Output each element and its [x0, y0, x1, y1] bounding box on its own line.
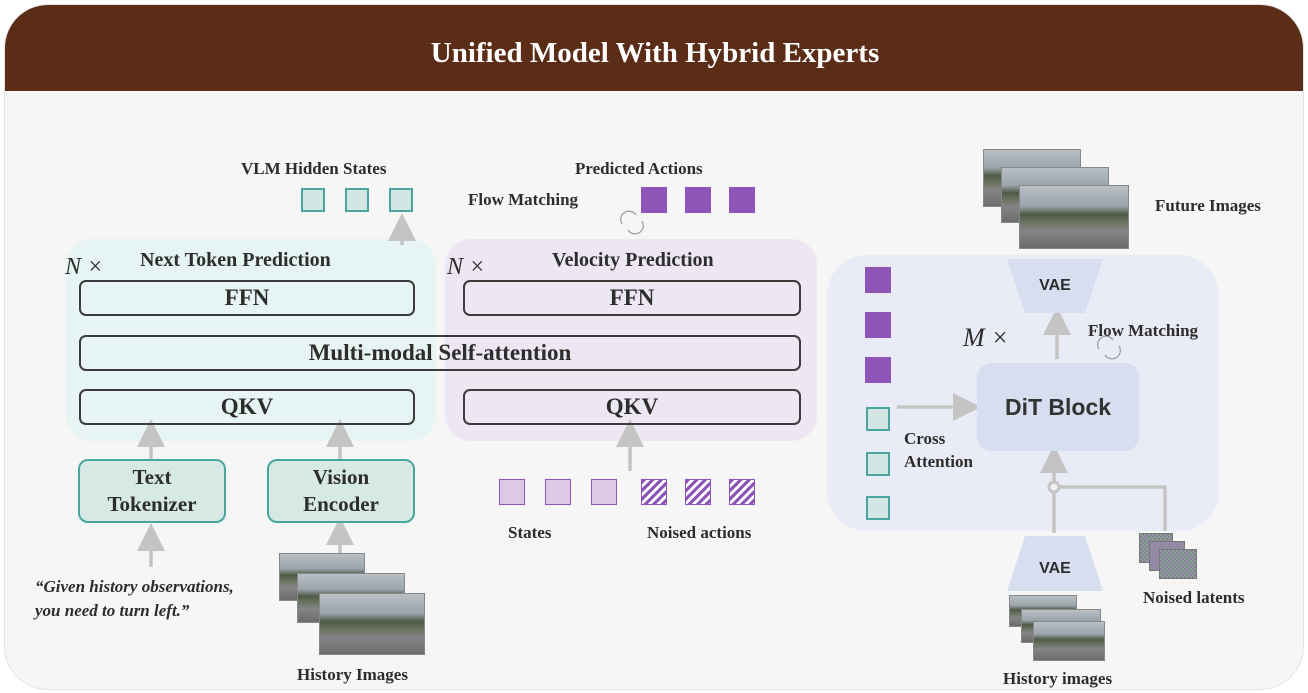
vision-encoder-box: Vision Encoder [267, 459, 415, 523]
predicted-action-token [641, 187, 667, 213]
dit-history-images-label: History images [1003, 669, 1113, 688]
state-token [545, 479, 571, 505]
instruction-text: “Given history observations, you need to… [35, 575, 234, 623]
velocity-title: Velocity Prediction [552, 249, 714, 271]
text-tokenizer-box: Text Tokenizer [78, 459, 226, 523]
action-condition-token [865, 357, 891, 383]
action-condition-token [865, 267, 891, 293]
noised-actions-label: Noised actions [647, 523, 752, 542]
noised-action-token [685, 479, 711, 505]
future-images-label: Future Images [1155, 196, 1261, 215]
hidden-state-token [345, 188, 369, 212]
multimodal-attention-box: Multi-modal Self-attention [79, 335, 801, 371]
diagram-frame: Unified Model With Hybrid Experts [4, 4, 1304, 690]
dit-history-image [1033, 621, 1105, 661]
state-token [591, 479, 617, 505]
future-image [1019, 185, 1129, 249]
vae-top-shape [1007, 259, 1103, 313]
left-ffn-box: FFN [79, 280, 415, 316]
left-qkv-box: QKV [79, 389, 415, 425]
instruction-line1: “Given history observations, [35, 577, 234, 596]
line-noised-latents [1054, 485, 1167, 531]
cross-attention-line1: Cross [904, 429, 946, 448]
predicted-action-token [685, 187, 711, 213]
text-tokenizer-line1: Text [132, 465, 172, 489]
vlm-panel [66, 239, 436, 441]
flow-matching-label: Flow Matching [468, 190, 579, 209]
right-repeat-label: N × [447, 254, 486, 280]
vlm-condition-token [866, 452, 890, 476]
noised-latent [1159, 549, 1197, 579]
history-image [319, 593, 425, 655]
predicted-action-token [729, 187, 755, 213]
text-tokenizer-line2: Tokenizer [107, 492, 197, 516]
noised-action-token [729, 479, 755, 505]
vlm-condition-token [866, 496, 890, 520]
cross-attention-label: Cross Attention [904, 427, 973, 473]
right-qkv-box: QKV [463, 389, 801, 425]
noised-action-token [641, 479, 667, 505]
dit-flow-matching-label: Flow Matching [1088, 321, 1199, 340]
dit-block: DiT Block [977, 363, 1139, 451]
arrows-layer [137, 210, 1167, 591]
hidden-state-token [301, 188, 325, 212]
hidden-state-token [389, 188, 413, 212]
right-ffn-box: FFN [463, 280, 801, 316]
instruction-line2: you need to turn left.” [35, 601, 190, 620]
vlm-condition-token [866, 407, 890, 431]
predicted-actions-label: Predicted Actions [575, 159, 703, 178]
action-panel [445, 239, 817, 441]
next-token-title: Next Token Prediction [140, 249, 331, 271]
junction-dot [1047, 480, 1061, 494]
vae-bottom-shape [1007, 536, 1103, 591]
noised-latents-label: Noised latents [1143, 588, 1245, 607]
diagram-title: Unified Model With Hybrid Experts [5, 5, 1303, 91]
vision-encoder-line2: Encoder [303, 492, 379, 516]
cross-attention-line2: Attention [904, 452, 973, 471]
states-label: States [508, 523, 552, 542]
vision-encoder-line1: Vision [312, 465, 370, 489]
state-token [499, 479, 525, 505]
vae-bottom-label: VAE [1039, 560, 1071, 577]
history-images-label: History Images [297, 665, 408, 684]
dit-repeat-label: M × [963, 323, 1009, 352]
vae-top-label: VAE [1039, 277, 1071, 294]
action-condition-token [865, 312, 891, 338]
left-repeat-label: N × [65, 254, 104, 280]
vlm-hidden-states-label: VLM Hidden States [241, 159, 387, 178]
